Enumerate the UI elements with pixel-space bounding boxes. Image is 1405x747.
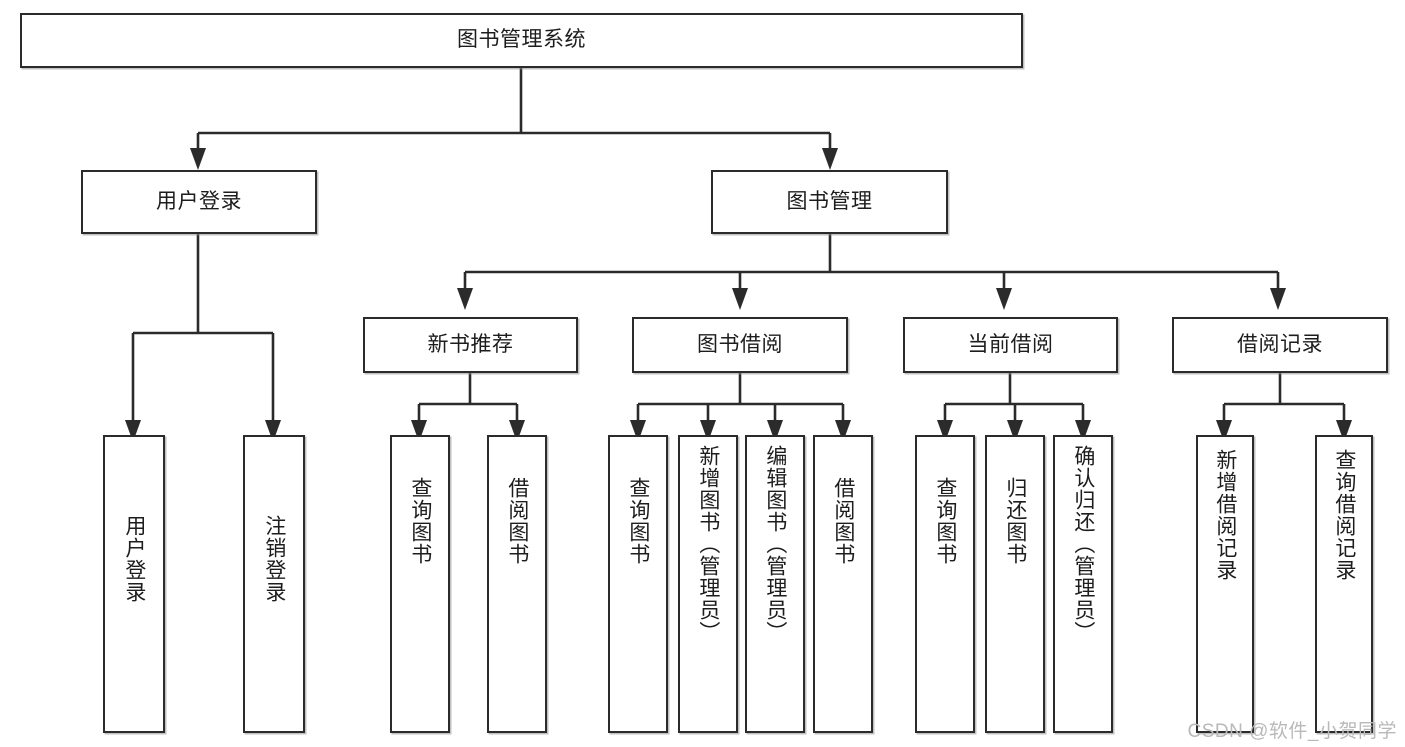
node-leaf-query-borrow-record[interactable]: 查询借阅记录 xyxy=(1315,435,1373,733)
node-label: 用户登录 xyxy=(122,515,146,603)
node-label: 图书管理 xyxy=(786,189,873,213)
node-label: 查询借阅记录 xyxy=(1332,449,1356,581)
node-leaf-query-book-recommend[interactable]: 查询图书 xyxy=(390,435,450,733)
node-current-borrow[interactable]: 当前借阅 xyxy=(903,317,1118,373)
node-label: 借阅图书 xyxy=(831,477,855,565)
node-leaf-borrow-book-recommend[interactable]: 借阅图书 xyxy=(487,435,547,733)
node-label: 借阅记录 xyxy=(1237,332,1323,356)
node-leaf-query-book-borrow[interactable]: 查询图书 xyxy=(608,435,668,733)
node-label: 新书推荐 xyxy=(427,332,514,356)
node-label: 归还图书 xyxy=(1003,477,1027,565)
node-book-management[interactable]: 图书管理 xyxy=(711,170,948,234)
node-label: 图书借阅 xyxy=(697,332,783,356)
node-label: 借阅图书 xyxy=(505,477,529,565)
node-label: 新增图书（管理员） xyxy=(696,445,720,643)
node-leaf-edit-book-admin[interactable]: 编辑图书（管理员） xyxy=(745,435,805,733)
node-leaf-query-book-current[interactable]: 查询图书 xyxy=(915,435,975,733)
node-label: 用户登录 xyxy=(156,189,242,213)
node-leaf-add-book-admin[interactable]: 新增图书（管理员） xyxy=(678,435,738,733)
node-label: 查询图书 xyxy=(933,477,957,565)
node-book-borrow[interactable]: 图书借阅 xyxy=(632,317,848,373)
node-user-login[interactable]: 用户登录 xyxy=(81,170,317,234)
node-leaf-user-login[interactable]: 用户登录 xyxy=(103,435,165,733)
node-leaf-add-borrow-record[interactable]: 新增借阅记录 xyxy=(1196,435,1254,733)
node-leaf-borrow-book[interactable]: 借阅图书 xyxy=(813,435,873,733)
node-leaf-return-book[interactable]: 归还图书 xyxy=(985,435,1045,733)
node-root-book-management-system[interactable]: 图书管理系统 xyxy=(20,13,1023,68)
node-label: 确认归还（管理员） xyxy=(1071,445,1095,643)
node-label: 当前借阅 xyxy=(967,332,1054,356)
node-label: 图书管理系统 xyxy=(457,28,586,52)
node-label: 编辑图书（管理员） xyxy=(763,445,787,643)
node-borrow-record[interactable]: 借阅记录 xyxy=(1172,317,1388,373)
node-leaf-confirm-return-admin[interactable]: 确认归还（管理员） xyxy=(1053,435,1113,733)
node-label: 注销登录 xyxy=(262,515,286,603)
node-label: 查询图书 xyxy=(408,477,432,565)
watermark-text: CSDN @软件_小贺同学 xyxy=(1187,721,1397,742)
node-label: 查询图书 xyxy=(626,477,650,565)
node-label: 新增借阅记录 xyxy=(1213,449,1237,581)
node-leaf-logout[interactable]: 注销登录 xyxy=(243,435,305,733)
node-new-book-recommend[interactable]: 新书推荐 xyxy=(363,317,578,373)
